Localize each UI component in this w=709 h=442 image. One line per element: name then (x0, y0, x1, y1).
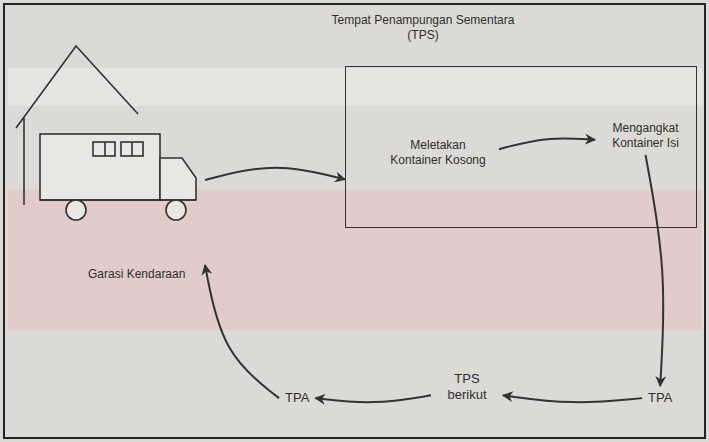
watermark-band (8, 190, 702, 330)
process-step: Mengangkat Kontainer Isi (595, 117, 696, 155)
place-label: TPA (642, 386, 678, 410)
place-label: TPA (279, 386, 315, 410)
tps-region: Meletakan Kontainer Kosong Mengangkat Kon… (345, 66, 697, 228)
flow-arrow (205, 168, 345, 180)
flow-arrow (646, 155, 664, 386)
window-bar (131, 142, 133, 156)
node-text: TPA (648, 390, 672, 406)
frame (4, 4, 705, 438)
flow-arrow (205, 265, 279, 398)
garage-truck (16, 46, 196, 220)
node-text: Garasi Kendaraan (88, 267, 185, 282)
truck-window (93, 142, 115, 156)
region-heading: Tempat Penampungan Sementara (TPS) (328, 13, 518, 43)
roof (16, 46, 138, 128)
wheel (166, 200, 186, 220)
watermark-band (8, 68, 702, 106)
wheel (66, 200, 86, 220)
node-text: TPS berikut (437, 371, 497, 404)
garage-node: Garasi Kendaraan (15, 40, 205, 290)
flow-arrow (503, 395, 642, 402)
window-bar (104, 142, 106, 156)
wall (23, 118, 25, 205)
flow-arrow (315, 395, 431, 402)
process-step: Meletakan Kontainer Kosong (377, 134, 499, 172)
truck-cabin (160, 158, 196, 200)
truck-window (121, 142, 143, 156)
node-text: Mengangkat Kontainer Isi (601, 121, 690, 151)
place-label: TPS berikut (431, 367, 503, 408)
node-text: Meletakan Kontainer Kosong (383, 138, 493, 168)
flow-arrow (499, 138, 595, 149)
truck-body (40, 134, 160, 200)
node-text: TPA (285, 390, 309, 406)
